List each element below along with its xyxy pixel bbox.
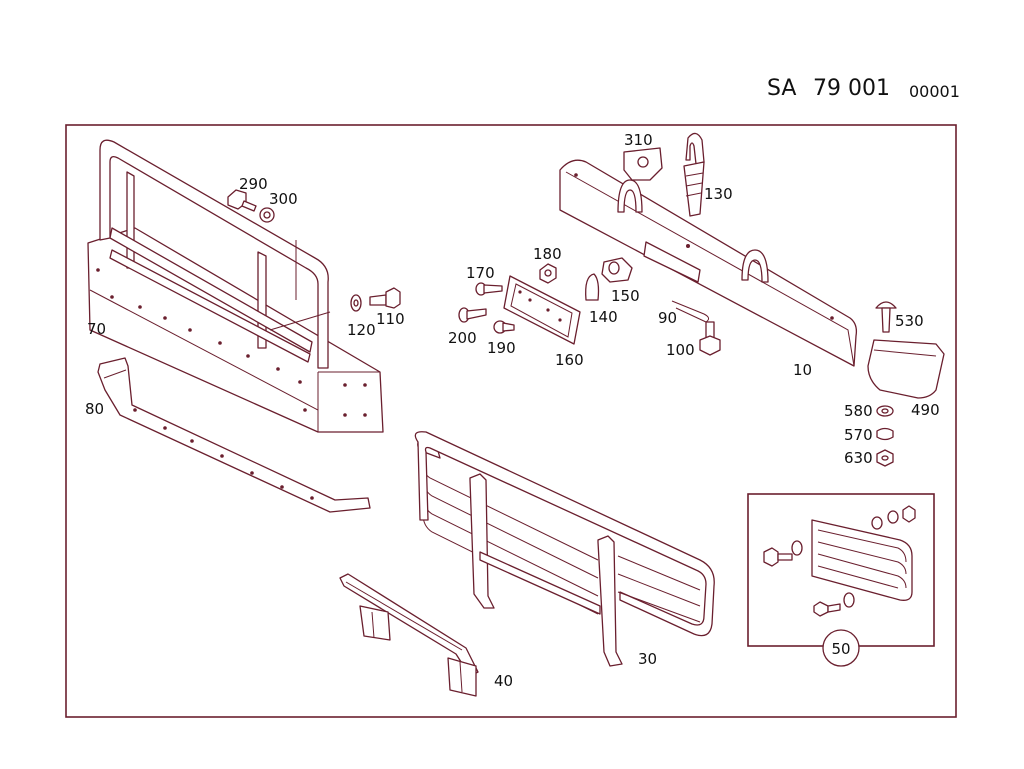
diagram-frame xyxy=(65,124,957,718)
label-40: 40 xyxy=(494,672,513,690)
label-300: 300 xyxy=(269,190,298,208)
bracket-310 xyxy=(623,147,663,181)
label-580: 580 xyxy=(844,402,873,420)
label-630: 630 xyxy=(844,449,873,467)
label-490: 490 xyxy=(911,401,940,419)
label-90: 90 xyxy=(658,309,677,327)
light-guard-50 xyxy=(763,505,916,617)
label-570: 570 xyxy=(844,426,873,444)
washer-580 xyxy=(876,405,894,417)
bolt-100 xyxy=(699,321,721,356)
bumper-10 xyxy=(559,159,858,367)
bracket-150 xyxy=(601,257,633,283)
label-10: 10 xyxy=(793,361,812,379)
bumper-holes xyxy=(96,268,367,417)
label-30: 30 xyxy=(638,650,657,668)
group-number: 79 001 xyxy=(813,76,890,101)
nut-630 xyxy=(876,449,894,467)
plate-bracket-160 xyxy=(503,275,581,345)
label-190: 190 xyxy=(487,339,516,357)
lower-bracket-40 xyxy=(339,573,479,697)
sheet-number: 00001 xyxy=(909,82,960,101)
label-80: 80 xyxy=(85,400,104,418)
screw-170 xyxy=(475,282,503,296)
washer-120 xyxy=(350,294,362,312)
label-530: 530 xyxy=(895,312,924,330)
label-100: 100 xyxy=(666,341,695,359)
bolt-110 xyxy=(369,287,401,309)
mounting-strip-80 xyxy=(97,357,371,513)
washer-570 xyxy=(876,427,894,441)
screw-190 xyxy=(493,320,515,334)
label-50: 50 xyxy=(831,640,850,658)
label-130: 130 xyxy=(704,185,733,203)
bumper-guard-70 xyxy=(87,139,384,433)
brush-guard-30 xyxy=(414,431,715,667)
nut-180 xyxy=(539,263,557,284)
washer-300 xyxy=(259,207,275,223)
label-120: 120 xyxy=(347,321,376,339)
label-310: 310 xyxy=(624,131,653,149)
label-110: 110 xyxy=(376,310,405,328)
bolt-290 xyxy=(227,189,257,212)
screw-200 xyxy=(458,307,487,323)
label-160: 160 xyxy=(555,351,584,369)
label-170: 170 xyxy=(466,264,495,282)
cotter-pin-90 xyxy=(671,300,710,323)
label-290: 290 xyxy=(239,175,268,193)
carriage-bolt-530 xyxy=(875,301,897,333)
label-140: 140 xyxy=(589,308,618,326)
end-cap-490 xyxy=(867,339,945,399)
label-70: 70 xyxy=(87,320,106,338)
label-180: 180 xyxy=(533,245,562,263)
tow-pin-130 xyxy=(683,132,705,217)
clip-140 xyxy=(585,273,600,301)
catalog-code: SA xyxy=(767,76,797,101)
label-150: 150 xyxy=(611,287,640,305)
label-200: 200 xyxy=(448,329,477,347)
callout-circle-50 xyxy=(822,629,860,667)
